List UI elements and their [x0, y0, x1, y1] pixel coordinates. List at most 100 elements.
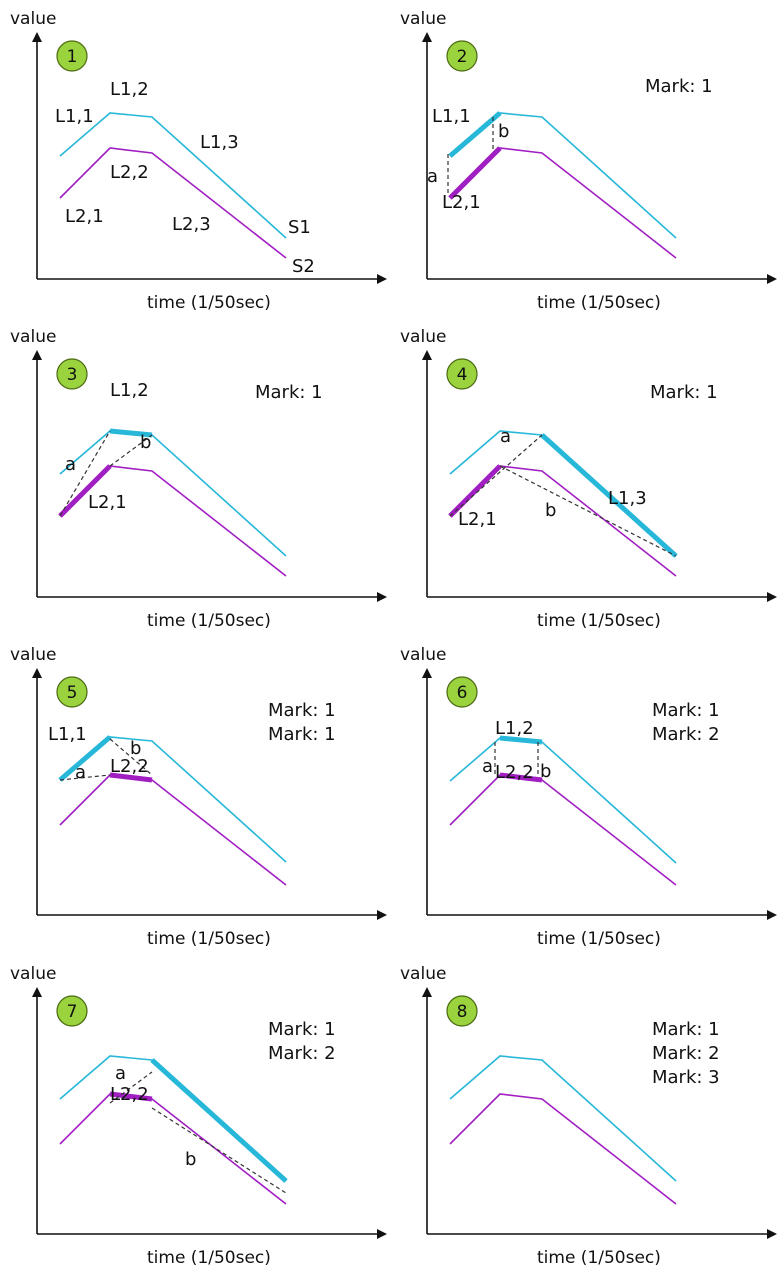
- series-s2-line: [449, 1093, 677, 1205]
- y-axis-label: value: [400, 327, 446, 347]
- segment-label: L2,1: [65, 206, 104, 227]
- segment-label: L1,2: [110, 380, 149, 401]
- mark-counter: Mark: 1: [255, 382, 323, 403]
- segment-label: L2,2: [495, 762, 534, 783]
- y-axis-label: value: [10, 327, 56, 347]
- step-badge: [56, 40, 88, 72]
- series-s1-line: [59, 1055, 287, 1182]
- segment-label: b: [130, 738, 141, 759]
- segment-label: L2,2: [110, 1084, 149, 1105]
- distance-connector: [151, 1107, 287, 1194]
- series-s1-line: [59, 736, 287, 863]
- segment-label: L2,1: [442, 192, 481, 213]
- segment-label: L1,2: [110, 79, 149, 100]
- segment-label: L1,3: [200, 132, 239, 153]
- x-axis-label: time (1/50sec): [147, 1248, 271, 1268]
- highlighted-segment-s1: [448, 111, 502, 158]
- distance-connector: [109, 738, 153, 776]
- mark-counter: Mark: 1: [268, 724, 336, 745]
- step-number: 4: [457, 365, 468, 385]
- step-number: 2: [457, 47, 468, 67]
- step-badge: [446, 676, 478, 708]
- segment-label: L1,1: [48, 724, 87, 745]
- step-badge: [56, 358, 88, 390]
- step-badge: [56, 676, 88, 708]
- segment-label: L2,2: [110, 756, 149, 777]
- highlighted-segment-s2: [448, 464, 502, 518]
- step-number: 6: [457, 683, 468, 703]
- step-number: 1: [67, 47, 78, 67]
- distance-connector: [499, 465, 677, 557]
- step-number: 7: [67, 1002, 78, 1022]
- step-badge: [446, 995, 478, 1027]
- mark-counter: Mark: 1: [652, 1019, 720, 1040]
- highlighted-segment-s1: [109, 428, 153, 438]
- x-axis-label: time (1/50sec): [537, 293, 661, 313]
- mark-counter: Mark: 1: [268, 1019, 336, 1040]
- panel-1: value time (1/50sec) 1L1,1 L1,2L1,3L2,1 L2,2…: [10, 9, 387, 313]
- step-number: 3: [67, 365, 78, 385]
- y-axis-label: value: [10, 645, 56, 665]
- series-s1-line: [449, 112, 677, 239]
- y-axis-label: value: [400, 964, 446, 984]
- step-badge: [446, 40, 478, 72]
- highlighted-segment-s1: [150, 1058, 288, 1183]
- series-s2-line: [449, 774, 677, 886]
- segment-label: L1,1: [55, 106, 94, 127]
- distance-connector: [59, 430, 111, 517]
- highlighted-segment-s2: [499, 772, 543, 783]
- step-badge: [446, 358, 478, 390]
- x-axis-label: time (1/50sec): [537, 929, 661, 949]
- x-axis-label: time (1/50sec): [147, 611, 271, 631]
- segment-label: a: [500, 426, 511, 447]
- y-axis-label: value: [400, 9, 446, 29]
- step-number: 5: [67, 683, 78, 703]
- segment-label: a: [427, 166, 438, 187]
- x-axis-label: time (1/50sec): [147, 293, 271, 313]
- highlighted-segment-s1: [499, 735, 543, 745]
- highlighted-segment-s2: [58, 464, 112, 518]
- segment-label: S1: [288, 217, 311, 238]
- segment-label: L1,3: [608, 488, 647, 509]
- segment-label: L2,2: [110, 162, 149, 183]
- mark-counter: Mark: 1: [652, 700, 720, 721]
- distance-connector: [109, 434, 153, 467]
- x-axis-label: time (1/50sec): [147, 929, 271, 949]
- distance-connector: [109, 1071, 153, 1104]
- highlighted-segment-s2: [109, 1091, 153, 1102]
- segment-label: a: [115, 1063, 126, 1084]
- mark-counter: Mark: 1: [650, 382, 718, 403]
- segment-label: b: [140, 432, 151, 453]
- y-axis-label: value: [10, 9, 56, 29]
- y-axis-label: value: [10, 964, 56, 984]
- x-axis-label: time (1/50sec): [537, 611, 661, 631]
- x-axis-label: time (1/50sec): [537, 1248, 661, 1268]
- mark-counter: Mark: 2: [268, 1043, 336, 1064]
- segment-label: b: [545, 500, 556, 521]
- mark-counter: Mark: 2: [652, 1043, 720, 1064]
- mark-counter: Mark: 2: [652, 724, 720, 745]
- highlighted-segment-s2: [448, 146, 502, 200]
- highlighted-segment-s2: [109, 772, 153, 783]
- series-s2-line: [59, 774, 287, 886]
- mark-counter: Mark: 3: [652, 1067, 720, 1088]
- distance-connector: [59, 774, 111, 781]
- segment-label: b: [540, 761, 551, 782]
- segment-label: L1,2: [495, 718, 534, 739]
- series-s1-line: [449, 1055, 677, 1182]
- segment-label: a: [482, 756, 493, 777]
- segment-label: L2,1: [458, 509, 497, 530]
- segment-label: L2,3: [172, 214, 211, 235]
- step-number: 8: [457, 1002, 468, 1022]
- highlighted-segment-s1: [540, 433, 678, 558]
- mark-counter: Mark: 1: [645, 76, 713, 97]
- segment-label: L2,1: [88, 492, 127, 513]
- series-s1-line: [59, 112, 287, 239]
- segment-label: S2: [292, 256, 315, 277]
